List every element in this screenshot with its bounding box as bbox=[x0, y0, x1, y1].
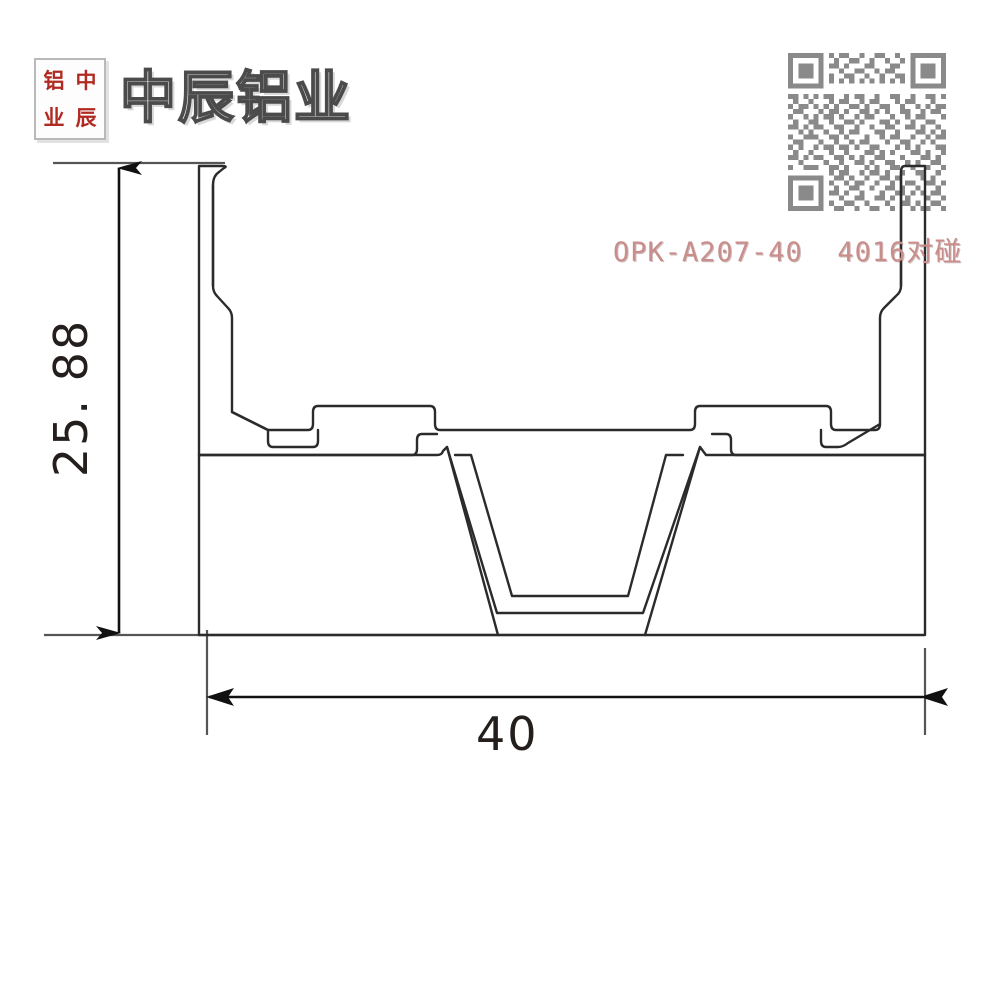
v-groove-wall-left bbox=[445, 445, 500, 637]
product-label: OPK-A207-40 4016对碰 bbox=[613, 237, 963, 268]
profile-main-body bbox=[197, 164, 927, 637]
v-groove-wall-right bbox=[643, 445, 702, 637]
v-groove-outer bbox=[197, 445, 927, 615]
profile-outline bbox=[197, 164, 927, 637]
company-logo: 铝 中 业 辰 中辰铝业 bbox=[34, 58, 352, 140]
dimension-text-width: 40 bbox=[476, 707, 539, 761]
brand-name: 中辰铝业 bbox=[119, 66, 352, 131]
right-barb-detail bbox=[819, 422, 882, 449]
dimension-lines bbox=[96, 161, 948, 706]
qr-code[interactable] bbox=[783, 48, 951, 216]
left-barb-detail bbox=[230, 410, 320, 449]
v-groove-inner bbox=[453, 453, 685, 598]
seal-char-1: 铝 bbox=[43, 68, 65, 93]
seal-char-2: 中 bbox=[75, 68, 97, 93]
seal-char-3: 业 bbox=[43, 105, 65, 130]
left-flange-step bbox=[197, 432, 439, 457]
right-flange-step bbox=[710, 432, 927, 457]
seal-char-4: 辰 bbox=[75, 105, 97, 130]
company-seal-icon: 铝 中 业 辰 bbox=[34, 58, 106, 140]
dimension-text-height: 25. 88 bbox=[44, 318, 98, 478]
